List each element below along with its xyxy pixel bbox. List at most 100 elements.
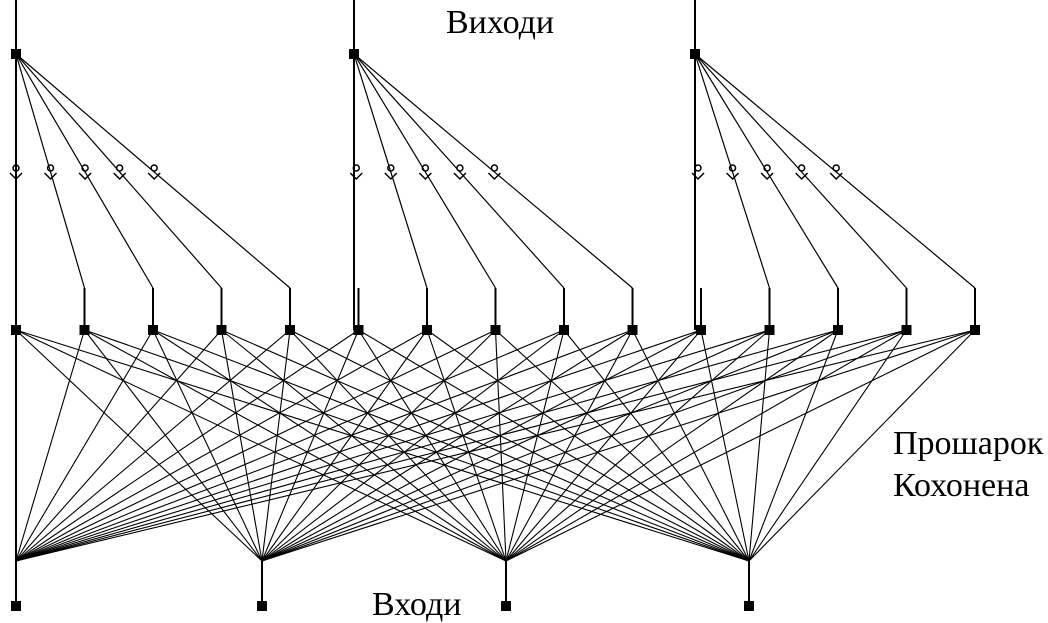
input-kohonen-connection (221, 329, 750, 562)
weight-symbol (349, 164, 363, 181)
input-kohonen-connection (15, 329, 770, 562)
kohonen-node (833, 325, 843, 335)
weight-symbol (760, 164, 774, 181)
weight-symbol (487, 164, 501, 181)
input-kohonen-connection (700, 329, 750, 562)
input-kohonen-connection (15, 329, 154, 562)
input-kohonen-connection (495, 329, 750, 562)
input-kohonen-connection (15, 329, 291, 562)
kohonen-node (696, 325, 706, 335)
input-kohonen-connection (15, 329, 222, 562)
input-kohonen-connection (426, 329, 507, 562)
input-kohonen-connection (15, 329, 507, 562)
kohonen-label-line2: Кохонена (893, 467, 1030, 504)
weight-symbol (726, 164, 740, 181)
input-kohonen-connection (84, 329, 750, 562)
inputs-label: Входи (372, 586, 462, 623)
kohonen-node (148, 325, 158, 335)
kohonen-input-connections (15, 329, 976, 562)
kohonen-node (216, 325, 227, 335)
input-kohonen-connection (426, 329, 750, 562)
kohonen-node (422, 325, 432, 335)
input-kohonen-connection (15, 329, 428, 562)
weight-symbol (78, 164, 92, 181)
kohonen-layer-label: Прошарок Кохонена (893, 423, 1043, 507)
kohonen-node (79, 325, 90, 335)
input-kohonen-connection (505, 329, 839, 562)
input-kohonen-connection (505, 329, 565, 562)
input-kohonen-connection (261, 329, 976, 562)
input-kohonen-connection (261, 329, 360, 562)
weight-symbol (384, 164, 398, 181)
input-node (11, 601, 21, 611)
input-kohonen-connection (15, 329, 496, 562)
input-kohonen-connection (494, 329, 507, 562)
input-kohonen-connection (261, 329, 428, 562)
input-kohonen-connection (261, 329, 907, 562)
input-kohonen-connection (289, 329, 507, 562)
input-kohonen-connection (152, 329, 750, 562)
weight-symbol (691, 164, 705, 181)
input-kohonen-connection (261, 329, 565, 562)
input-kohonen-connection (748, 329, 907, 562)
weight-symbol (829, 164, 843, 181)
output-node (690, 49, 700, 59)
weight-symbols (9, 164, 843, 181)
output-node (349, 49, 359, 59)
input-kohonen-connection (261, 329, 496, 562)
weight-symbol (795, 164, 809, 181)
input-kohonen-connection (152, 329, 263, 562)
input-kohonen-connection (261, 329, 702, 562)
weight-symbol (9, 164, 23, 181)
kohonen-node (627, 325, 638, 335)
input-kohonen-connection (84, 329, 507, 562)
input-kohonen-connection (261, 329, 770, 562)
weight-symbol (453, 164, 467, 181)
input-kohonen-connection (84, 329, 263, 562)
input-node (257, 601, 267, 611)
input-kohonen-connection (15, 329, 750, 562)
input-kohonen-connection (221, 329, 507, 562)
kohonen-label-line1: Прошарок (893, 425, 1044, 462)
input-kohonen-connection (358, 329, 507, 562)
input-kohonen-connection (505, 329, 633, 562)
kohonen-node (490, 325, 501, 335)
kohonen-node (285, 325, 295, 335)
input-kohonen-connection (15, 329, 565, 562)
input-node (744, 601, 754, 611)
input-kohonen-connection (220, 329, 263, 562)
input-kohonen-connection (505, 329, 907, 562)
input-kohonen-connection (632, 329, 750, 562)
input-kohonen-connection (505, 329, 976, 562)
outputs-label: Виходи (446, 4, 555, 41)
kohonen-node (764, 325, 775, 335)
input-kohonen-connection (15, 329, 976, 562)
input-kohonen-connection (563, 329, 750, 562)
input-kohonen-connection (152, 329, 507, 562)
input-kohonen-connection (261, 329, 633, 562)
input-kohonen-connection (15, 329, 839, 562)
input-kohonen-connection (15, 329, 907, 562)
weight-symbol (44, 164, 58, 181)
input-kohonen-connection (358, 329, 750, 562)
input-kohonen-connection (15, 329, 86, 562)
weight-symbol (147, 164, 161, 181)
kohonen-node (901, 325, 912, 335)
input-kohonen-connection (505, 329, 702, 562)
input-kohonen-connection (15, 329, 702, 562)
weight-symbol (113, 164, 127, 181)
input-kohonen-connection (748, 329, 839, 562)
vertical-lines (15, 0, 976, 606)
input-kohonen-connection (261, 329, 291, 562)
kohonen-node (11, 325, 21, 335)
output-node (11, 49, 21, 59)
kohonen-node (353, 325, 364, 335)
input-kohonen-connection (261, 329, 839, 562)
input-kohonen-connection (15, 329, 263, 562)
nodes (11, 49, 980, 611)
input-kohonen-connection (15, 329, 359, 562)
weight-symbol (418, 164, 432, 181)
input-kohonen-connection (289, 329, 750, 562)
input-node (501, 601, 511, 611)
